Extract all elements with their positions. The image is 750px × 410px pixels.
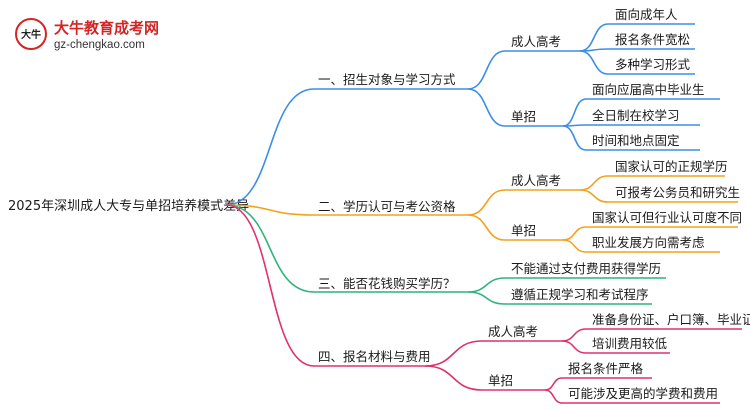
connector-b1g1-leaf-1 (579, 23, 609, 52)
branch-2-label[interactable]: 二、学历认可与考公资格 (318, 199, 456, 214)
branch-3-leaf-2[interactable]: 遵循正规学习和考试程序 (511, 287, 649, 302)
connector-root-branch-2 (225, 204, 315, 216)
branch-2-group-1-leaf-2[interactable]: 可报考公务员和研究生 (615, 185, 740, 200)
root-node[interactable]: 2025年深圳成人大专与单招培养模式差异 (8, 198, 249, 214)
branch-4-group-2-leaf-2[interactable]: 可能涉及更高的学费和费用 (568, 386, 718, 401)
branch-2-group-2-leaf-2[interactable]: 职业发展方向需考虑 (592, 235, 705, 250)
connector-b2g2-leaf-1 (562, 226, 587, 241)
connector-b2g1-leaf-2 (579, 189, 609, 203)
branch-4-label[interactable]: 四、报名材料与费用 (318, 349, 431, 364)
branch-1-group-1-leaf-3[interactable]: 多种学习形式 (615, 57, 691, 72)
branch-2-group-2-leaf-1[interactable]: 国家认可但行业认可度不同 (592, 210, 742, 225)
branch-1-group-1-label[interactable]: 成人高考 (511, 34, 561, 49)
connector-root-branch-1 (225, 88, 315, 206)
logo-title: 大牛教育成考网 (54, 19, 159, 37)
branch-4-group-1-leaf-1[interactable]: 准备身份证、户口簿、毕业证 (592, 312, 750, 327)
branch-4-group-2-label[interactable]: 单招 (488, 373, 513, 388)
connector-branch-4-group-2 (424, 365, 483, 391)
connectors (225, 23, 742, 404)
branch-4-group-1-leaf-2[interactable]: 培训费用较低 (592, 336, 668, 351)
connector-branch-3-leaf-1 (467, 277, 506, 293)
connector-b4g1-leaf-1 (561, 328, 587, 342)
connector-b4g1-leaf-2 (561, 340, 587, 354)
connector-b1g1-leaf-3 (579, 50, 609, 75)
branch-1-label[interactable]: 一、招生对象与学习方式 (318, 72, 456, 87)
logo-mark-text: 大牛 (21, 28, 41, 41)
connector-b1g2-leaf-3 (562, 125, 587, 151)
connector-root-branch-3 (225, 204, 315, 293)
connector-b1g2-leaf-1 (562, 98, 587, 127)
connector-branch-4-group-1 (424, 340, 483, 367)
connector-branch-2-group-1 (467, 189, 506, 216)
connector-branch-2-group-2 (467, 214, 506, 241)
connector-branch-3-leaf-2 (467, 291, 506, 305)
branch-3-leaf-1[interactable]: 不能通过支付费用获得学历 (511, 261, 661, 276)
branch-1-group-2-leaf-1[interactable]: 面向应届高中毕业生 (592, 82, 705, 97)
branch-1-group-2-leaf-2[interactable]: 全日制在校学习 (592, 108, 680, 123)
connector-branch-1-group-2 (467, 88, 506, 127)
branch-1-group-1-leaf-1[interactable]: 面向成年人 (615, 7, 678, 22)
branch-1-group-1-leaf-2[interactable]: 报名条件宽松 (615, 32, 690, 47)
connector-b4g2-leaf-1 (544, 377, 563, 391)
branch-2-group-1-label[interactable]: 成人高考 (511, 173, 561, 188)
connector-root-branch-4 (225, 204, 315, 367)
branch-3-label[interactable]: 三、能否花钱购买学历？ (318, 276, 456, 291)
connector-b2g2-leaf-2 (562, 239, 587, 253)
branch-1-group-2-leaf-3[interactable]: 时间和地点固定 (592, 133, 680, 148)
connector-branch-1-group-1 (467, 50, 506, 90)
logo-mark-icon (15, 18, 47, 50)
branch-4-group-2-leaf-1[interactable]: 报名条件严格 (568, 361, 644, 376)
branch-4-group-1-label[interactable]: 成人高考 (488, 324, 538, 339)
logo-url: gz-chengkao.com (54, 39, 145, 51)
connector-b2g1-leaf-1 (579, 175, 609, 191)
branch-2-group-1-leaf-1[interactable]: 国家认可的正规学历 (615, 159, 728, 174)
branch-1-group-2-label[interactable]: 单招 (511, 109, 536, 124)
connector-b4g2-leaf-2 (544, 389, 563, 404)
site-logo[interactable]: 大牛 大牛教育成考网 gz-chengkao.com (15, 18, 159, 51)
branch-2-group-2-label[interactable]: 单招 (511, 223, 536, 238)
